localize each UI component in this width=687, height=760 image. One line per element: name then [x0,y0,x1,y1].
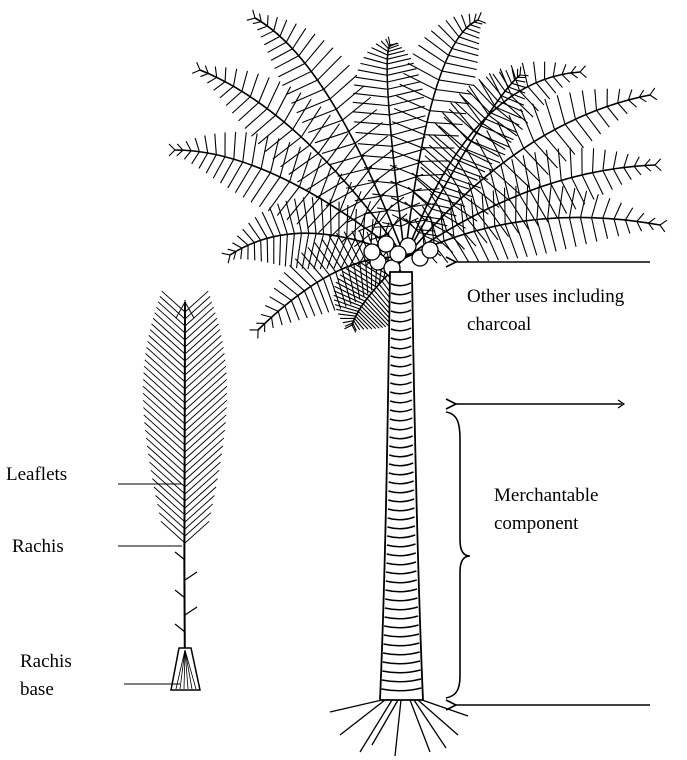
rachis-base-label: Rachis base [20,648,72,704]
merchantable-label-line2: component [494,510,598,538]
rachis-label: Rachis [12,533,64,561]
merchantable-component-label: Merchantable component [494,482,598,538]
palm-roots [330,700,468,756]
frond-rachis [184,302,185,690]
rachis-base-label-line1: Rachis [20,648,72,676]
other-uses-label-line2: charcoal [467,311,624,339]
other-uses-label-line1: Other uses including [467,283,624,311]
other-uses-label: Other uses including charcoal [467,283,624,339]
merchantable-brace [446,412,470,698]
leaflets-label: Leaflets [6,461,67,489]
palm-frond [405,72,580,258]
merchantable-label-line1: Merchantable [494,482,598,510]
frond-illustration [143,291,227,690]
coconut-cluster [364,236,438,276]
rachis-base-label-line2: base [20,676,72,704]
coconut-palm-illustration [169,10,667,756]
